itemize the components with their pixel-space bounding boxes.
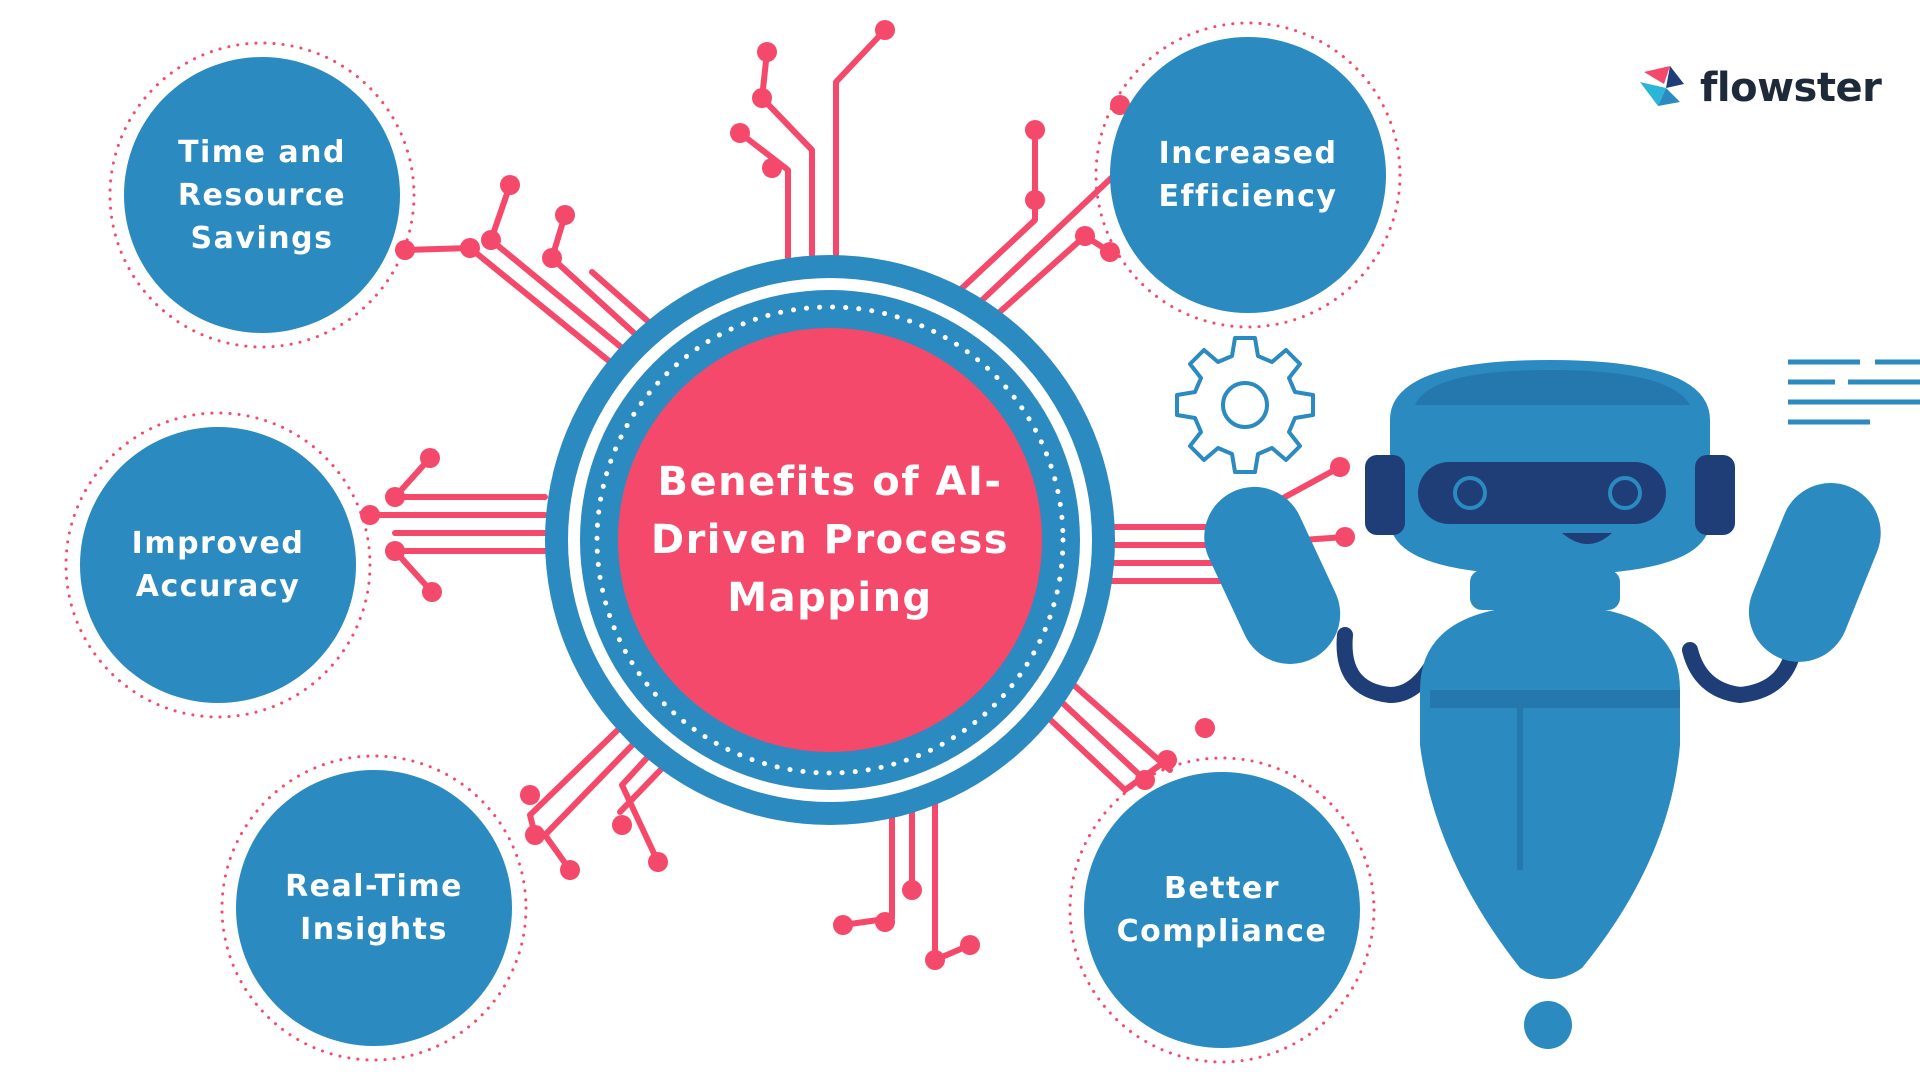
flowster-logo-icon — [1640, 66, 1684, 106]
brand-name: flowster — [1700, 65, 1882, 111]
gear-icon — [1175, 336, 1315, 474]
text-lines-icon — [1788, 359, 1920, 425]
benefit-circle-efficiency — [1094, 21, 1402, 329]
center-hub — [545, 255, 1115, 825]
benefit-circle-insights — [220, 754, 528, 1062]
benefit-circle-time-savings — [108, 41, 416, 349]
robot-illustration — [1204, 360, 1881, 1049]
benefit-circle-accuracy — [64, 411, 372, 719]
brand-logo: flowster — [1636, 60, 1882, 116]
benefit-circle-compliance — [1068, 756, 1376, 1064]
